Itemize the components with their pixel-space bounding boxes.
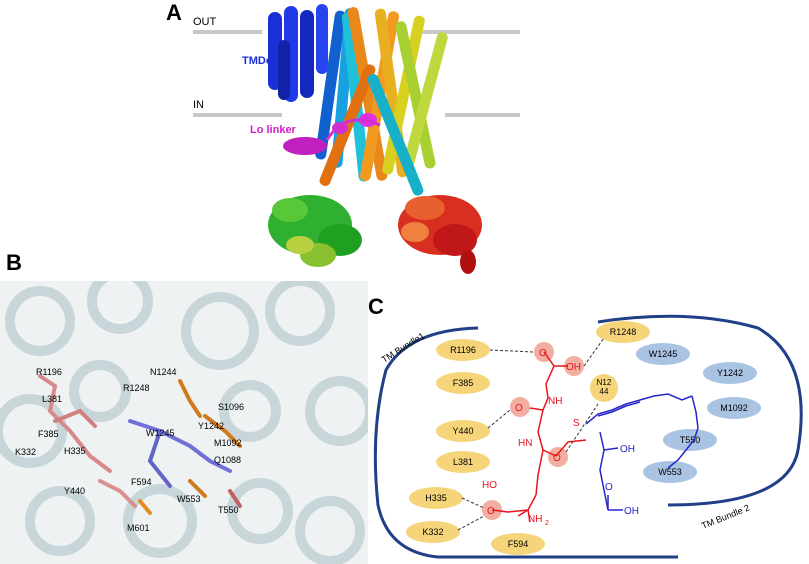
hydrogen-bonds	[457, 337, 605, 531]
yellow-residue-r1248: R1248	[610, 327, 637, 337]
yellow-residue-f385: F385	[453, 378, 474, 388]
leukotriene-labels: OH O OH	[605, 444, 639, 517]
residue-label: R1248	[123, 383, 150, 393]
chem-o-top: O	[539, 348, 547, 359]
yellow-residue-f594: F594	[508, 539, 529, 549]
yellow-residue-l381: L381	[453, 457, 473, 467]
lo-linker-label: Lo linker	[250, 124, 297, 136]
chem-nh2: NH	[528, 514, 542, 525]
residue-label: S1096	[218, 402, 244, 412]
residue-label: Y440	[64, 486, 85, 496]
residue-label: R1196	[36, 367, 62, 377]
blue-residue-w1245: W1245	[649, 349, 678, 359]
residue-label: M601	[127, 523, 150, 533]
chem-hn: HN	[518, 438, 532, 449]
tm-bundle2-label: TM Bundle 2	[700, 502, 751, 530]
tmd-helix-bundle	[315, 7, 448, 196]
tm-bundle1-label: TM Bundle1	[380, 330, 426, 364]
residue-label: Q1088	[214, 455, 241, 465]
chem-o-mid: O	[515, 403, 523, 414]
residue-label: T550	[218, 505, 239, 515]
tm-bundle1-outline	[373, 326, 678, 559]
residue-label: N1244	[150, 367, 177, 377]
blue-residue-t550: T550	[680, 435, 701, 445]
chem-oh-blue2: OH	[624, 506, 639, 517]
residue-label: M1092	[214, 438, 242, 448]
ligand-sticks	[38, 374, 242, 515]
chem-o-bottom: O	[487, 506, 495, 517]
chem-o-blue: O	[605, 482, 613, 493]
blue-residues: W1245 Y1242 M1092 T550 W553	[636, 343, 761, 483]
residue-label: H335	[64, 446, 86, 456]
yellow-residue-r1196: R1196	[450, 345, 476, 355]
in-label: IN	[193, 99, 204, 111]
chem-oh-blue: OH	[620, 444, 635, 455]
chem-s: S	[573, 418, 580, 429]
tm-bundle2-outline	[597, 314, 803, 507]
out-label: OUT	[193, 16, 217, 28]
residue-label: F385	[38, 429, 59, 439]
tmdo-helices	[268, 4, 328, 102]
nbd1-domain	[268, 195, 362, 267]
chem-ho: HO	[482, 480, 497, 491]
residue-label: F594	[131, 477, 152, 487]
residue-label: L381	[42, 394, 62, 404]
chem-nh2-subscript: 2	[545, 520, 549, 527]
blue-residue-y1242: Y1242	[717, 368, 743, 378]
residue-label: K332	[15, 447, 36, 457]
chem-o-low: O	[553, 453, 561, 464]
chem-oh-top: OH	[566, 362, 581, 373]
residue-label: W553	[177, 494, 201, 504]
yellow-residue-k332: K332	[422, 527, 443, 537]
panel-b-letter: B	[6, 250, 22, 275]
background-helices	[0, 281, 368, 564]
glutathione-labels: OH O NH O HN O HO O NH 2 S	[482, 348, 581, 527]
panel-c-interaction-diagram: TM Bundle1 TM Bundle 2 R1196 F385 Y440 L…	[373, 314, 803, 559]
glutathione-moiety	[491, 351, 587, 523]
residue-label: Y1242	[198, 421, 224, 431]
blue-residue-m1092: M1092	[720, 403, 748, 413]
chem-nh: NH	[548, 396, 562, 407]
lo-linker	[283, 113, 381, 155]
yellow-residues: R1196 F385 Y440 L381 H335 K332 F594 R124…	[406, 321, 650, 555]
tmdo-label: TMDo	[242, 55, 273, 67]
yellow-residue-y440: Y440	[452, 426, 473, 436]
residue-label: W1245	[146, 428, 175, 438]
nbd2-domain	[398, 195, 482, 274]
leukotriene-moiety	[585, 393, 699, 511]
panel-c-letter: C	[368, 294, 384, 319]
blue-residue-w553: W553	[658, 467, 682, 477]
panel-b-structure: R1196 L381 F385 H335 K332 Y440 M601 R124…	[0, 281, 368, 564]
yellow-residue-h335: H335	[425, 493, 447, 503]
panel-a-letter: A	[166, 0, 182, 25]
